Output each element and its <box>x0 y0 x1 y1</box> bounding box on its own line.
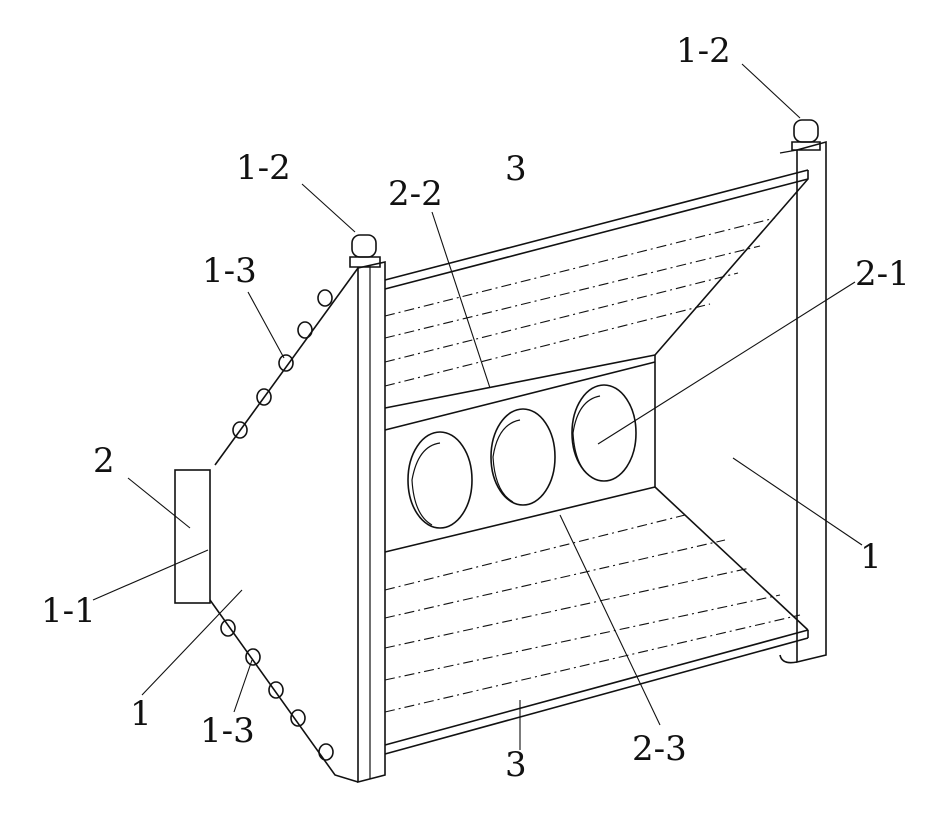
left-side-plate <box>210 268 358 782</box>
label-2-1: 2-1 <box>855 254 910 294</box>
label-3-upper: 3 <box>505 149 527 189</box>
label-2-2: 2-2 <box>388 174 443 214</box>
label-1-3-lower: 1-3 <box>200 711 255 751</box>
hole-3 <box>572 385 636 481</box>
label-3-lower: 3 <box>505 745 527 785</box>
left-post <box>358 262 385 782</box>
label-1-left: 1 <box>130 694 152 734</box>
right-post <box>780 142 826 663</box>
label-1-right: 1 <box>860 537 882 577</box>
hole-panel <box>385 355 655 552</box>
left-knob <box>350 235 380 267</box>
upper-studs <box>233 290 332 438</box>
upper-plate <box>385 170 808 386</box>
label-2: 2 <box>93 441 115 481</box>
label-2-3: 2-3 <box>632 729 687 769</box>
label-1-3-upper: 1-3 <box>202 251 257 291</box>
label-1-1: 1-1 <box>41 591 96 631</box>
label-1-2-top-right: 1-2 <box>676 31 731 71</box>
label-1-2-top-left: 1-2 <box>236 148 291 188</box>
upper-panel <box>385 355 655 430</box>
hole-1 <box>408 432 472 528</box>
box <box>175 470 210 603</box>
hole-2 <box>491 409 555 505</box>
